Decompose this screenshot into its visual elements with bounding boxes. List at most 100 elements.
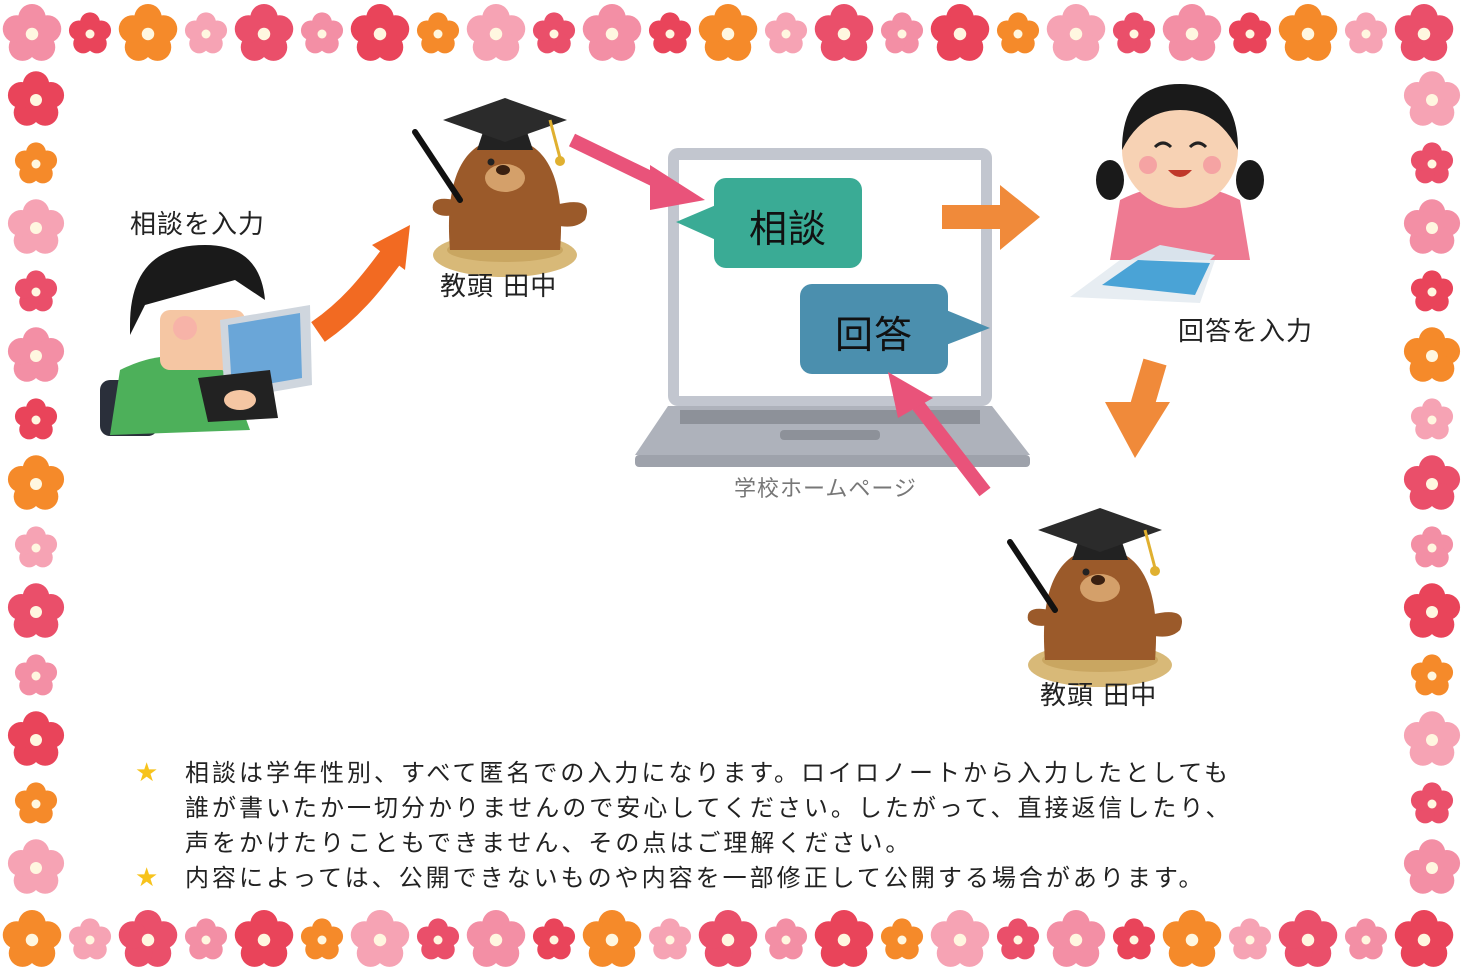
teacher-bottom-label: 教頭 田中 (1040, 681, 1158, 711)
girl-input-label: 回答を入力 (1178, 317, 1314, 347)
flower-center (1426, 478, 1438, 490)
flower-center (317, 935, 327, 945)
arrow-student-to-teacher (311, 225, 410, 342)
flower-center (1069, 933, 1083, 947)
arrow-teacher-to-homepage (568, 133, 705, 210)
arrow-girl-to-teacher (1105, 358, 1170, 458)
flower-center (30, 734, 42, 746)
flower-center (31, 415, 41, 425)
flower-center (85, 935, 95, 945)
flower-center (549, 935, 559, 945)
flower-center (31, 543, 41, 553)
flower-center (257, 933, 271, 947)
flower-center (30, 94, 42, 106)
flower-center (1245, 935, 1255, 945)
flower-center (31, 799, 41, 809)
flower-center (1426, 606, 1438, 618)
flower-border-icon (2, 4, 1461, 967)
flower-center (1185, 27, 1199, 41)
flower-center (25, 27, 39, 41)
flower-center (1361, 29, 1371, 39)
flower-center (31, 671, 41, 681)
flower-center (1069, 27, 1083, 41)
arrow-homepage-to-girl (942, 185, 1040, 250)
flower-center (433, 29, 443, 39)
flower-center (1426, 350, 1438, 362)
flower-center (30, 350, 42, 362)
flower-center (1245, 29, 1255, 39)
flower-center (1427, 543, 1437, 553)
flower-center (781, 29, 791, 39)
star-icon: ★ (135, 758, 162, 788)
flower-center (1129, 29, 1139, 39)
flower-center (1301, 27, 1315, 41)
flower-center (141, 933, 155, 947)
flower-center (1361, 935, 1371, 945)
flower-center (1427, 287, 1437, 297)
flower-center (1417, 933, 1431, 947)
teacher-top-label: 教頭 田中 (440, 272, 558, 302)
note-line: 相談は学年性別、すべて匿名での入力になります。ロイロノートから入力したとしても (185, 759, 1232, 787)
flower-center (1301, 933, 1315, 947)
flower-center (953, 933, 967, 947)
flower-center (605, 933, 619, 947)
flower-center (1013, 935, 1023, 945)
flower-center (1427, 159, 1437, 169)
flower-center (837, 27, 851, 41)
student-input-label: 相談を入力 (130, 210, 266, 240)
note-anonymous: ★ 相談は学年性別、すべて匿名での入力になります。ロイロノートから入力したとして… (135, 756, 1355, 861)
note-publication: ★ 内容によっては、公開できないものや内容を一部修正して公開する場合があります。 (135, 861, 1355, 896)
flower-center (1013, 29, 1023, 39)
flower-center (1426, 94, 1438, 106)
flower-center (433, 935, 443, 945)
flower-center (373, 27, 387, 41)
flower-center (373, 933, 387, 947)
flower-center (85, 29, 95, 39)
flower-center (665, 935, 675, 945)
star-icon: ★ (135, 863, 162, 893)
flower-center (31, 287, 41, 297)
flower-center (31, 159, 41, 169)
consult-bubble-text: 相談 (748, 207, 827, 251)
flower-center (317, 29, 327, 39)
flower-center (953, 27, 967, 41)
flower-center (1185, 933, 1199, 947)
flower-center (1417, 27, 1431, 41)
flower-center (25, 933, 39, 947)
flower-center (141, 27, 155, 41)
flower-center (30, 222, 42, 234)
flower-center (781, 935, 791, 945)
flower-center (1426, 734, 1438, 746)
flower-center (1426, 862, 1438, 874)
notes: ★ 相談は学年性別、すべて匿名での入力になります。ロイロノートから入力したとして… (135, 756, 1355, 896)
flower-center (897, 935, 907, 945)
answer-bubble (800, 284, 990, 374)
homepage-caption: 学校ホームページ (734, 477, 917, 502)
flower-center (489, 933, 503, 947)
flower-center (665, 29, 675, 39)
flower-center (30, 606, 42, 618)
flower-center (30, 862, 42, 874)
flower-center (1426, 222, 1438, 234)
arrow-teacher-to-answer (888, 372, 991, 497)
flower-center (1129, 935, 1139, 945)
flower-center (1427, 415, 1437, 425)
flower-center (721, 27, 735, 41)
student-with-tablet-icon (100, 245, 312, 436)
flower-center (201, 29, 211, 39)
note-line: 声をかけたりこともできません、その点はご理解ください。 (185, 829, 913, 857)
answer-bubble-text: 回答 (834, 313, 913, 357)
note-line: 誰が書いたか一切分かりませんので安心してください。したがって、直接返信したり、 (185, 794, 1233, 822)
flower-center (257, 27, 271, 41)
flower-center (897, 29, 907, 39)
consult-bubble (676, 178, 862, 268)
flower-center (549, 29, 559, 39)
flower-center (1427, 671, 1437, 681)
flower-center (721, 933, 735, 947)
flower-center (605, 27, 619, 41)
girl-with-tablet-icon (1070, 84, 1264, 303)
flower-center (201, 935, 211, 945)
flower-center (489, 27, 503, 41)
